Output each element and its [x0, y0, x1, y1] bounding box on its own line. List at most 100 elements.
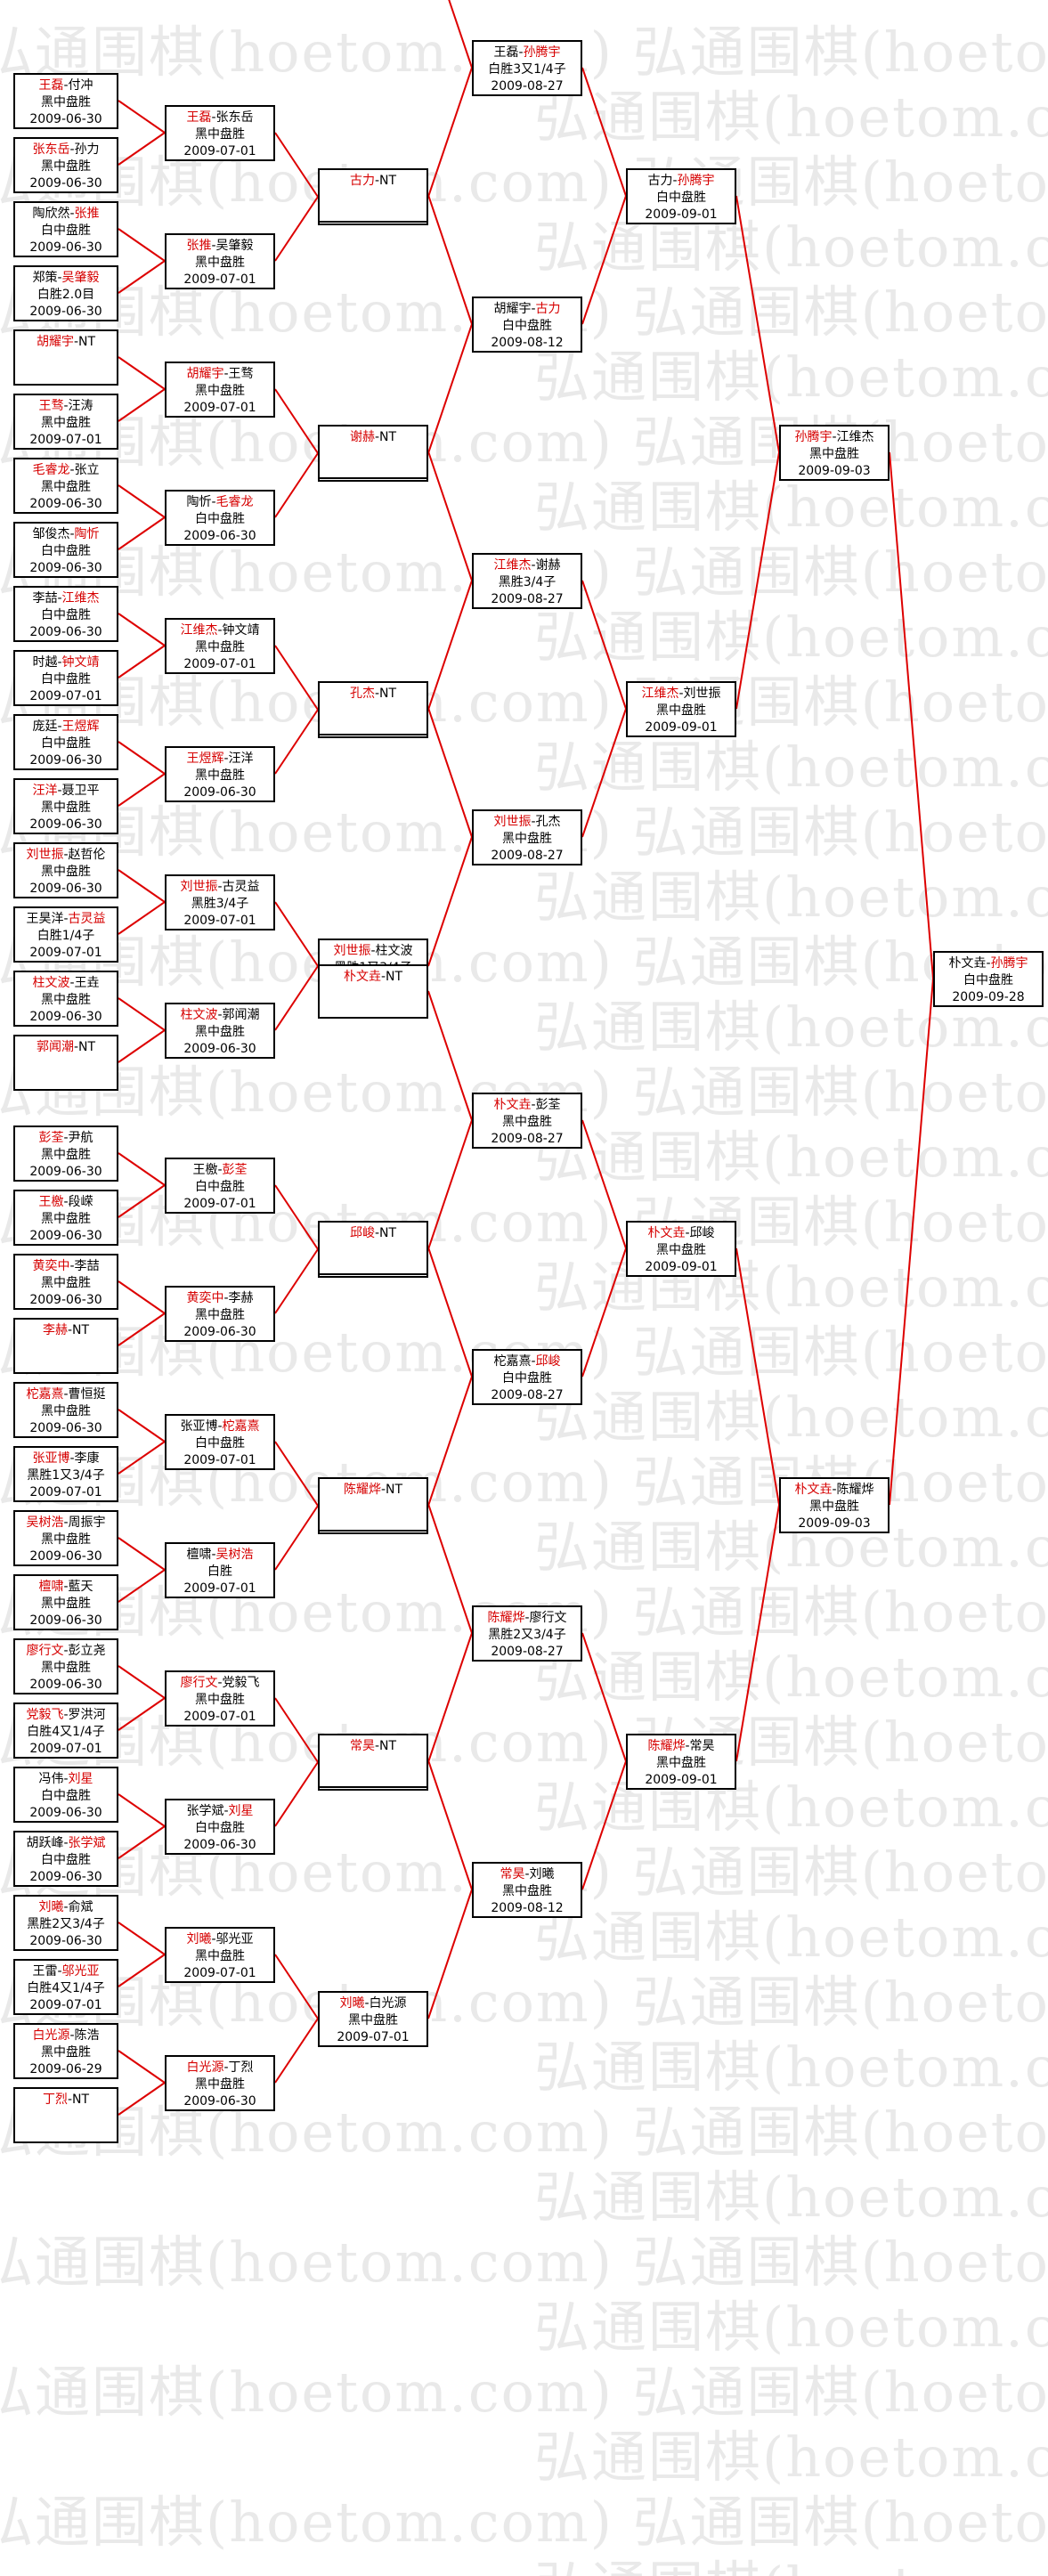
player-name: 李喆: [74, 1259, 100, 1273]
connector-line: [427, 67, 473, 198]
match-players: 刘世振-赵哲伦: [15, 847, 117, 864]
connector-line: [118, 1441, 166, 1475]
player-name: 江维杰: [836, 430, 874, 444]
vs-dash: -: [69, 527, 75, 541]
player-name: 邬光亚: [215, 1932, 254, 1946]
match-date: 2009-07-01: [183, 1581, 256, 1596]
player-name: 白光源: [369, 1996, 407, 2011]
connector-line: [118, 1922, 166, 1955]
connector-line: [274, 1184, 319, 1250]
vs-dash: -: [223, 1804, 229, 1818]
match-date: 2009-06-30: [29, 1806, 102, 1820]
player-name: 古灵益: [68, 912, 106, 926]
player-name: 刘曦: [339, 1996, 365, 2011]
player-name: NT: [386, 1483, 403, 1497]
match-result: 白中盘胜: [502, 319, 552, 333]
match-result: 黑中盘胜: [195, 1693, 245, 1707]
player-name: 张立: [74, 463, 100, 477]
vs-dash: -: [223, 1291, 229, 1305]
vs-dash: -: [73, 1040, 79, 1054]
match-players: 彭荃-尹航: [15, 1130, 117, 1147]
match-result: 黑中盘胜: [195, 1025, 245, 1039]
player-name: 付冲: [68, 78, 93, 93]
match-result: 黑中盘胜: [41, 1276, 91, 1290]
player-name: 刘曦: [38, 1900, 64, 1914]
player-name: 江维杰: [180, 623, 218, 638]
connector-line: [118, 1029, 166, 1063]
vs-dash: -: [364, 1996, 370, 2011]
player-name: 邱峻: [689, 1226, 715, 1240]
connector-line: [118, 997, 166, 1031]
match-players: 王磊-孙腾宇: [474, 45, 581, 61]
connector-line: [274, 1248, 319, 1314]
player-name: 刘曦: [529, 1867, 555, 1881]
player-name: 朴文垚: [493, 1098, 532, 1112]
player-name: 郑策: [32, 271, 58, 285]
connector-line: [274, 2018, 319, 2084]
match-result: 黑中盘胜: [41, 95, 91, 110]
player-name: 古力: [535, 302, 561, 316]
player-name: 李喆: [32, 591, 58, 605]
match-date: 2009-06-29: [29, 2062, 102, 2076]
match-players: 邱峻-NT: [320, 1225, 427, 1242]
match-date: 2009-06-30: [183, 1325, 256, 1339]
match-date: 2009-08-27: [491, 1645, 564, 1659]
match-players: 常昊-刘曦: [474, 1866, 581, 1883]
match-date: 2009-07-01: [29, 689, 102, 703]
player-name: NT: [386, 970, 403, 984]
match-players: 张亚博-李康: [15, 1451, 117, 1467]
match-date: 2009-08-27: [491, 1388, 564, 1402]
vs-dash: -: [57, 1964, 62, 1979]
match-players: 刘世振-孔杰: [474, 814, 581, 831]
player-name: 白光源: [32, 2028, 70, 2043]
vs-dash: -: [69, 207, 75, 221]
match-result: 白胜1/4子: [37, 929, 95, 943]
connector-line: [274, 1697, 319, 1763]
match-players: 朴文垚-NT: [320, 969, 427, 986]
player-name: 俞斌: [68, 1900, 93, 1914]
vs-dash: -: [63, 1836, 69, 1850]
player-name: 谢赫: [535, 558, 561, 573]
match-date: 2009-07-01: [183, 401, 256, 415]
connector-line: [274, 1954, 319, 2019]
match-date: 2009-06-30: [29, 561, 102, 575]
match-date: 2009-06-30: [29, 753, 102, 768]
connector-line: [427, 836, 473, 967]
match-result: 黑中盘胜: [195, 1949, 245, 1963]
match-result: 黑中盘胜: [348, 2013, 398, 2027]
vs-dash: -: [211, 495, 216, 509]
player-name: 王檄: [192, 1163, 218, 1177]
player-name: NT: [72, 2092, 90, 2107]
connector-line: [118, 1569, 166, 1603]
match-date: 2009-06-30: [29, 176, 102, 191]
player-name: 段嵘: [68, 1195, 93, 1209]
player-name: 黄奕中: [32, 1259, 70, 1273]
player-name: 王磊: [186, 110, 212, 125]
player-name: 刘曦: [186, 1932, 212, 1946]
match-result: 白中盘胜: [41, 223, 91, 238]
match-players: 吴树浩-周振宇: [15, 1515, 117, 1532]
vs-dash: -: [380, 1483, 386, 1497]
connector-line: [118, 1312, 166, 1346]
player-name: 张推: [186, 239, 212, 253]
player-name: 王煜辉: [186, 752, 224, 766]
player-name: 孔杰: [349, 687, 375, 701]
match-players: 柁嘉熹-曹恒挺: [15, 1386, 117, 1403]
match-date: 2009-06-30: [183, 2094, 256, 2109]
match-players: 廖行文-党毅飞: [167, 1675, 273, 1692]
match-players: 刘世振-柱文波: [320, 943, 427, 960]
match-box: 孔杰-NT: [318, 681, 428, 735]
player-name: 陶欣然: [32, 207, 70, 221]
connector-line: [118, 484, 166, 518]
player-name: 刘星: [68, 1772, 93, 1786]
match-players: 朴文垚-彭荃: [474, 1097, 581, 1114]
player-name: 陈浩: [74, 2028, 100, 2043]
